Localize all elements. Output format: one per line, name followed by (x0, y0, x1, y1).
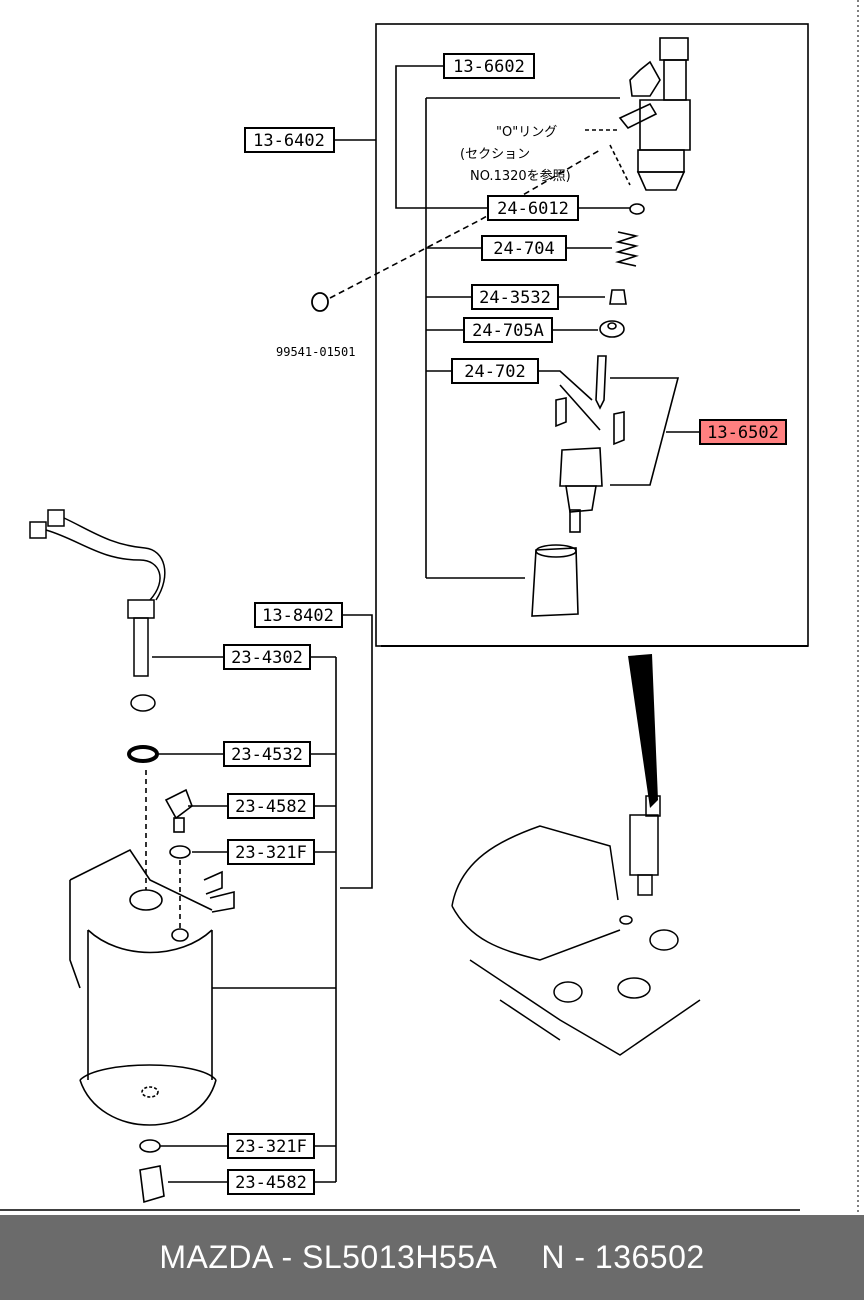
callout-23-4532: 23-4532 (223, 741, 311, 767)
callout-text: 24-3532 (479, 288, 551, 308)
injector-assembly (531, 37, 691, 617)
o-ring-part (311, 292, 329, 312)
injector-group-frame (375, 23, 809, 647)
note-line-1: "O"リング (496, 125, 557, 140)
callout-text: 13-8402 (262, 606, 334, 626)
engine-head-sketch (451, 795, 701, 1056)
callout-23-321F-bottom: 23-321F (227, 1133, 315, 1159)
callout-23-321F-top: 23-321F (227, 839, 315, 865)
callout-text: 23-4532 (231, 745, 303, 765)
callout-24-705A: 24-705A (463, 317, 553, 343)
callout-text: 23-321F (235, 843, 307, 863)
footer-ref: N - 136502 (541, 1239, 705, 1275)
callout-13-6402: 13-6402 (244, 127, 335, 153)
callout-text: 23-321F (235, 1137, 307, 1157)
callout-23-4582-bottom: 23-4582 (227, 1169, 315, 1195)
location-arrow (628, 654, 658, 808)
callout-23-4582-top: 23-4582 (227, 793, 315, 819)
callout-text: 23-4582 (235, 1173, 307, 1193)
callout-24-6012: 24-6012 (487, 195, 579, 221)
part-number-99541: 99541-01501 (276, 345, 355, 359)
note-line-2: (セクション (460, 147, 530, 162)
callout-text: 24-702 (464, 362, 525, 382)
callout-23-4302: 23-4302 (223, 644, 311, 670)
callout-text: 13-6502 (707, 423, 779, 443)
note-line-3: NO.1320を参照) (470, 168, 571, 184)
callout-text: 24-704 (493, 239, 554, 259)
callout-24-3532: 24-3532 (471, 284, 559, 310)
callout-13-8402: 13-8402 (254, 602, 343, 628)
callout-text: 24-705A (472, 321, 544, 341)
callout-24-702: 24-702 (451, 358, 539, 384)
footer-brand-part: MAZDA - SL5013H55A (159, 1239, 498, 1275)
callout-text: 24-6012 (497, 199, 569, 219)
footer-bar: MAZDA - SL5013H55A N - 136502 (0, 1215, 864, 1300)
water-sensor-wiring (29, 509, 166, 763)
callout-text: 23-4582 (235, 797, 307, 817)
callout-24-704: 24-704 (481, 235, 567, 261)
fuel-filter-body (69, 770, 235, 1204)
callout-text: 23-4302 (231, 648, 303, 668)
callout-13-6602: 13-6602 (443, 53, 535, 79)
callout-text: 13-6602 (453, 57, 525, 77)
parts-diagram: 13-6602 13-6402 24-6012 24-704 24-3532 2… (0, 0, 859, 1215)
callout-13-6502-highlighted[interactable]: 13-6502 (699, 419, 787, 445)
callout-text: 13-6402 (253, 131, 325, 151)
